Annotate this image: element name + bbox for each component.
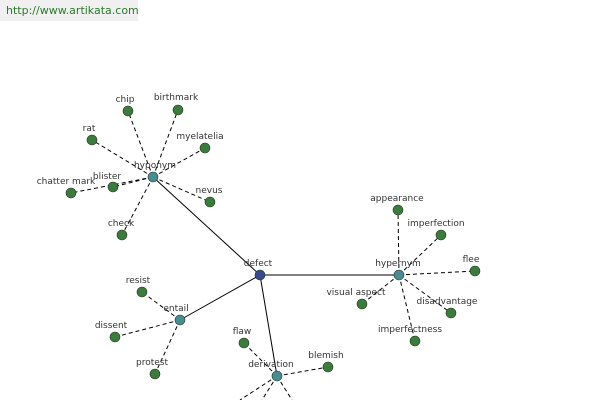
edge-hyponym-chip xyxy=(127,110,154,178)
edge-hypernym-imperfection xyxy=(398,234,442,276)
edge-derivation-blemish xyxy=(276,366,329,377)
edge-hypernym-disadvantage xyxy=(398,274,452,314)
leaf-node-flee[interactable]: flee xyxy=(463,255,481,277)
node-label-defect: defect xyxy=(244,259,273,269)
node-label-hypernym: hypernym xyxy=(375,259,421,269)
leaf-node-protest[interactable]: protest xyxy=(136,358,168,380)
node-label-rat: rat xyxy=(83,124,96,134)
edge-hyponym-check xyxy=(121,176,154,236)
edge-derivation-offscreen-1 xyxy=(276,375,293,400)
leaf-node-blister[interactable]: blister xyxy=(93,172,121,193)
node-label-blemish: blemish xyxy=(308,351,343,361)
node-label-disadvantage: disadvantage xyxy=(417,297,478,307)
leaf-node-rat[interactable]: rat xyxy=(83,124,98,146)
node-circle-rat xyxy=(86,134,98,146)
edge-hypernym-visual-aspect xyxy=(361,274,400,305)
source-url-banner[interactable]: http://www.artikata.com xyxy=(0,0,139,21)
center-node-defect[interactable]: defect xyxy=(244,259,273,281)
node-circle-chatter-mark xyxy=(65,187,77,199)
node-circle-protest xyxy=(149,368,161,380)
node-circle-check xyxy=(116,229,128,241)
node-label-nevus: nevus xyxy=(196,186,223,196)
relation-node-entail[interactable]: entail xyxy=(163,304,189,326)
node-label-appearance: appearance xyxy=(370,194,424,204)
leaf-node-check[interactable]: check xyxy=(108,219,135,241)
node-label-protest: protest xyxy=(136,358,168,368)
edge-hypernym-flee xyxy=(398,270,476,276)
node-label-imperfectness: imperfectness xyxy=(378,325,442,335)
leaf-node-chatter-mark[interactable]: chatter mark xyxy=(37,177,96,199)
edge-layer xyxy=(70,109,476,400)
node-label-flaw: flaw xyxy=(233,327,252,337)
node-circle-myelatelia xyxy=(199,142,211,154)
node-label-myelatelia: myelatelia xyxy=(176,132,223,142)
node-circle-blister xyxy=(107,181,119,193)
node-circle-blemish xyxy=(322,361,334,373)
node-label-birthmark: birthmark xyxy=(154,93,199,103)
edge-defect-entail xyxy=(179,274,261,321)
edge-derivation-offscreen-0 xyxy=(239,375,278,400)
node-circle-resist xyxy=(136,286,148,298)
node-circle-appearance xyxy=(392,204,404,216)
node-label-imperfection: imperfection xyxy=(407,219,464,229)
node-circle-flaw xyxy=(238,337,250,349)
node-circle-flee xyxy=(469,265,481,277)
leaf-node-flaw[interactable]: flaw xyxy=(233,327,252,349)
edge-hyponym-myelatelia xyxy=(152,147,206,178)
node-circle-chip xyxy=(122,105,134,117)
edge-entail-resist xyxy=(141,291,181,321)
node-label-chip: chip xyxy=(116,95,135,105)
node-label-dissent: dissent xyxy=(95,321,128,331)
leaf-node-birthmark[interactable]: birthmark xyxy=(154,93,199,116)
leaf-node-imperfectness[interactable]: imperfectness xyxy=(378,325,442,347)
leaf-node-appearance[interactable]: appearance xyxy=(370,194,424,216)
edge-hyponym-nevus xyxy=(152,176,211,203)
node-circle-defect xyxy=(254,269,266,281)
node-circle-birthmark xyxy=(172,104,184,116)
node-circle-entail xyxy=(174,314,186,326)
edge-hypernym-appearance xyxy=(397,209,400,276)
edge-derivation-flaw xyxy=(243,342,278,377)
leaf-node-chip[interactable]: chip xyxy=(116,95,135,117)
node-label-visual-aspect: visual aspect xyxy=(326,288,385,298)
node-circle-disadvantage xyxy=(445,307,457,319)
node-circle-imperfection xyxy=(435,229,447,241)
leaf-node-myelatelia[interactable]: myelatelia xyxy=(176,132,224,154)
node-label-flee: flee xyxy=(463,255,480,265)
edge-entail-protest xyxy=(154,319,181,375)
edge-hyponym-birthmark xyxy=(152,109,179,178)
node-label-check: check xyxy=(108,219,135,229)
leaf-node-disadvantage[interactable]: disadvantage xyxy=(417,297,478,319)
edge-hypernym-imperfectness xyxy=(398,274,416,342)
edge-derivation-offscreen-2 xyxy=(261,375,278,400)
relation-node-hypernym[interactable]: hypernym xyxy=(375,259,421,281)
node-label-resist: resist xyxy=(126,276,151,286)
node-circle-nevus xyxy=(204,196,216,208)
edge-hyponym-rat xyxy=(91,139,154,178)
node-circle-hyponym xyxy=(147,171,159,183)
node-circle-hypernym xyxy=(393,269,405,281)
node-circle-visual-aspect xyxy=(356,298,368,310)
node-label-derivation: derivation xyxy=(248,360,294,370)
node-label-blister: blister xyxy=(93,172,121,182)
node-label-chatter-mark: chatter mark xyxy=(37,177,96,187)
relation-node-hyponym[interactable]: hyponym xyxy=(134,161,176,183)
node-circle-imperfectness xyxy=(409,335,421,347)
leaf-node-nevus[interactable]: nevus xyxy=(196,186,223,208)
node-label-entail: entail xyxy=(163,304,188,314)
node-circle-dissent xyxy=(109,331,121,343)
edge-defect-hyponym xyxy=(152,176,261,276)
leaf-node-imperfection[interactable]: imperfection xyxy=(407,219,465,241)
edge-defect-derivation xyxy=(259,274,278,377)
leaf-node-visual-aspect[interactable]: visual aspect xyxy=(326,288,386,310)
leaf-node-blemish[interactable]: blemish xyxy=(308,351,344,373)
node-label-hyponym: hyponym xyxy=(134,161,176,171)
node-circle-derivation xyxy=(271,370,283,382)
leaf-node-resist[interactable]: resist xyxy=(126,276,151,298)
relation-node-derivation[interactable]: derivation xyxy=(248,360,294,382)
leaf-node-dissent[interactable]: dissent xyxy=(95,321,128,343)
